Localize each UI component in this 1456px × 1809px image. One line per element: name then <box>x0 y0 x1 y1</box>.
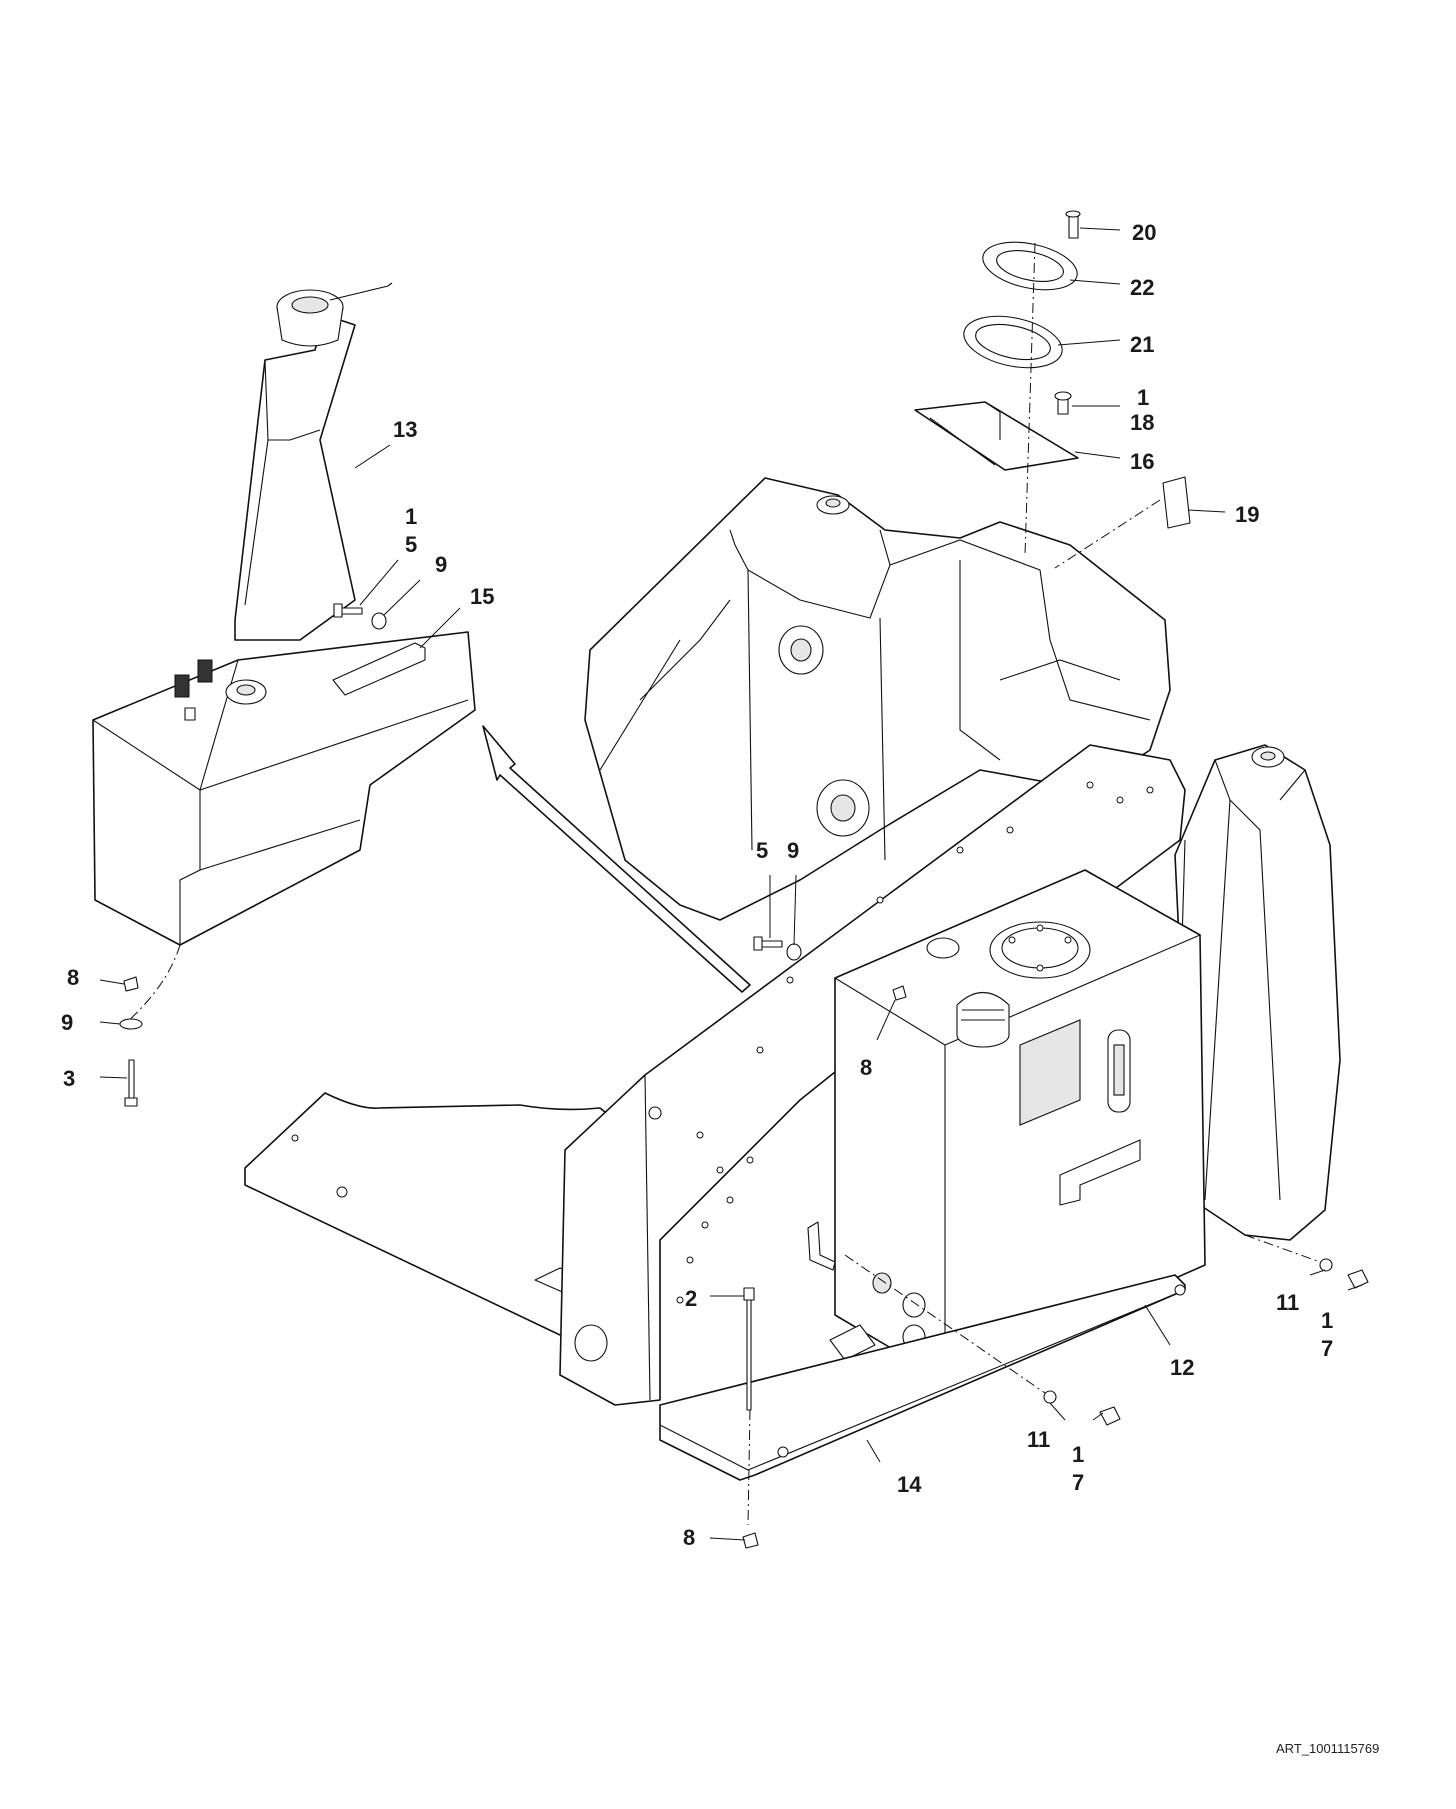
fuel-filler-neck <box>234 314 356 641</box>
callout-12: 12 <box>1170 1355 1194 1380</box>
fuel-fittings <box>174 659 213 721</box>
hydraulic-tank <box>807 869 1206 1386</box>
callout-8-left: 8 <box>67 965 79 990</box>
fuel-sender <box>225 679 267 705</box>
callout-5-mid: 5 <box>756 838 768 863</box>
bolt-7-right <box>1347 1269 1369 1289</box>
fuel-tank <box>92 631 476 946</box>
decal-19 <box>1162 476 1191 529</box>
nut-8-bottom <box>742 1532 759 1549</box>
callout-11-bottom: 11 <box>1027 1427 1050 1452</box>
callout-7-bottom-qty: 1 <box>1072 1442 1084 1467</box>
callout-7-bottom: 7 <box>1072 1470 1084 1495</box>
assembly-line <box>124 944 181 1025</box>
assembly-line <box>1054 499 1161 569</box>
bracket <box>807 1221 836 1271</box>
callout-7-right: 7 <box>1321 1336 1333 1361</box>
tank-handle <box>1059 1139 1141 1206</box>
assembly-line <box>747 1409 751 1526</box>
filter-head <box>989 921 1091 979</box>
callout-9-mid: 9 <box>787 838 799 863</box>
callout-13: 13 <box>393 417 417 442</box>
callout-5-qty: 1 <box>405 504 417 529</box>
drain-plug <box>872 1272 892 1294</box>
assembly-line <box>1244 1234 1321 1263</box>
callout-11-right: 11 <box>1276 1290 1299 1315</box>
return-port <box>926 937 960 959</box>
bolt-3 <box>124 1059 138 1107</box>
nut-8-left <box>123 976 139 992</box>
callouts: 20 22 21 1 18 16 19 13 1 5 9 15 5 9 8 9 … <box>61 220 1333 1550</box>
washer-11-bottom <box>1043 1390 1057 1404</box>
chassis-hole <box>648 1106 662 1120</box>
mount-boss <box>778 625 824 675</box>
mount-boss <box>816 779 870 837</box>
floor-plate-hole <box>291 1134 299 1142</box>
strap-15 <box>332 642 426 696</box>
side-tank-cap-center <box>1260 751 1276 761</box>
washer-9-top <box>371 612 387 630</box>
fuel-cap <box>276 282 393 347</box>
rear-frame <box>584 477 1171 921</box>
screw-18 <box>1054 391 1072 415</box>
callout-7-right-qty: 1 <box>1321 1308 1333 1333</box>
platform-bracket <box>914 401 1079 471</box>
callout-15: 15 <box>470 584 494 609</box>
art-code: ART_1001115769 <box>1276 1741 1379 1756</box>
assembly-line <box>844 1254 1046 1394</box>
callout-18-qty: 1 <box>1137 385 1149 410</box>
callout-3: 3 <box>63 1066 75 1091</box>
washer-9-left <box>119 1018 143 1030</box>
callout-18: 18 <box>1130 410 1154 435</box>
sight-gauge <box>1107 1029 1131 1113</box>
callout-2: 2 <box>685 1286 697 1311</box>
tank-breather-cap <box>956 992 1010 1048</box>
callout-22: 22 <box>1130 275 1154 300</box>
gasket-21 <box>963 315 1063 369</box>
callout-8-bottom: 8 <box>683 1525 695 1550</box>
callout-16: 16 <box>1130 449 1154 474</box>
bolt-2 <box>743 1287 755 1411</box>
callout-8-mid: 8 <box>860 1055 872 1080</box>
hydraulic-tank-label-plate <box>1019 1019 1081 1126</box>
chassis-lift-hole <box>574 1324 608 1362</box>
floor-plate-hole <box>336 1186 348 1198</box>
bolt-5-mid <box>753 936 783 951</box>
bolt-7-bottom <box>1099 1406 1121 1426</box>
callout-14: 14 <box>897 1472 922 1497</box>
view-arrow <box>482 725 751 993</box>
washer-9-mid <box>786 943 802 961</box>
callout-21: 21 <box>1130 332 1154 357</box>
nut-8-mid <box>892 985 907 1001</box>
callout-20: 20 <box>1132 220 1156 245</box>
callout-9-top: 9 <box>435 552 447 577</box>
washer-11-right <box>1319 1258 1333 1272</box>
callout-9-left: 9 <box>61 1010 73 1035</box>
screw-20 <box>1065 210 1081 239</box>
top-cap <box>816 495 850 515</box>
bolt-5-top <box>333 603 363 618</box>
leader-lines <box>99 227 1363 1541</box>
base-frame <box>659 1274 1186 1481</box>
assembly-line <box>1024 242 1036 556</box>
callout-19: 19 <box>1235 502 1259 527</box>
hardware <box>119 603 1369 1549</box>
callout-5-top: 5 <box>405 532 417 557</box>
cover-plate-22 <box>982 241 1078 291</box>
